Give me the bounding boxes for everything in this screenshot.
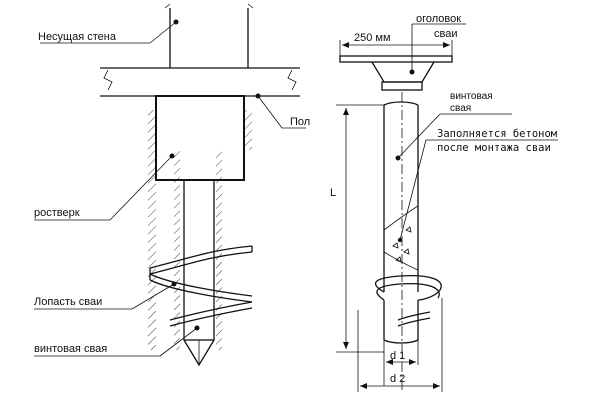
- bearing-wall: [164, 3, 254, 68]
- label-length: L: [330, 187, 336, 199]
- pile-head: [339, 23, 466, 91]
- pile-blade-right: [374, 274, 442, 344]
- label-head-1: оголовок: [416, 13, 461, 25]
- right-drawing: 250 мм оголовок сваи: [330, 13, 558, 392]
- label-fill-2: после монтажа сваи: [437, 142, 551, 154]
- left-leaders: [34, 21, 306, 357]
- pile-shaft: [183, 179, 215, 367]
- floor-slab: [100, 67, 300, 99]
- label-width: 250 мм: [354, 32, 391, 44]
- label-pile-cap: ростверк: [34, 207, 80, 219]
- label-d1: d 1: [390, 350, 405, 362]
- label-pile-2: свая: [450, 103, 471, 114]
- ground-hatch: [148, 110, 252, 350]
- length-dimension: [336, 104, 384, 353]
- label-screw-pile-left: винтовая свая: [34, 343, 107, 355]
- pile-blade: [149, 245, 253, 327]
- right-leaders: [397, 113, 558, 241]
- left-drawing: Несущая стена Пол ростверк Лопасть сваи …: [34, 3, 310, 367]
- label-pile-1: винтовая: [450, 91, 493, 102]
- pile-cap: [155, 95, 245, 181]
- label-floor: Пол: [290, 116, 310, 128]
- label-head-2: сваи: [434, 28, 457, 40]
- label-pile-blade: Лопасть сваи: [34, 296, 102, 308]
- d2-dimension: [357, 298, 443, 392]
- width-dimension: [339, 40, 453, 56]
- label-d2: d 2: [390, 373, 405, 385]
- label-bearing-wall: Несущая стена: [38, 31, 117, 43]
- d1-dimension: [383, 340, 419, 386]
- pile-body: [383, 101, 419, 292]
- label-fill-1: Заполняется бетоном: [437, 128, 558, 140]
